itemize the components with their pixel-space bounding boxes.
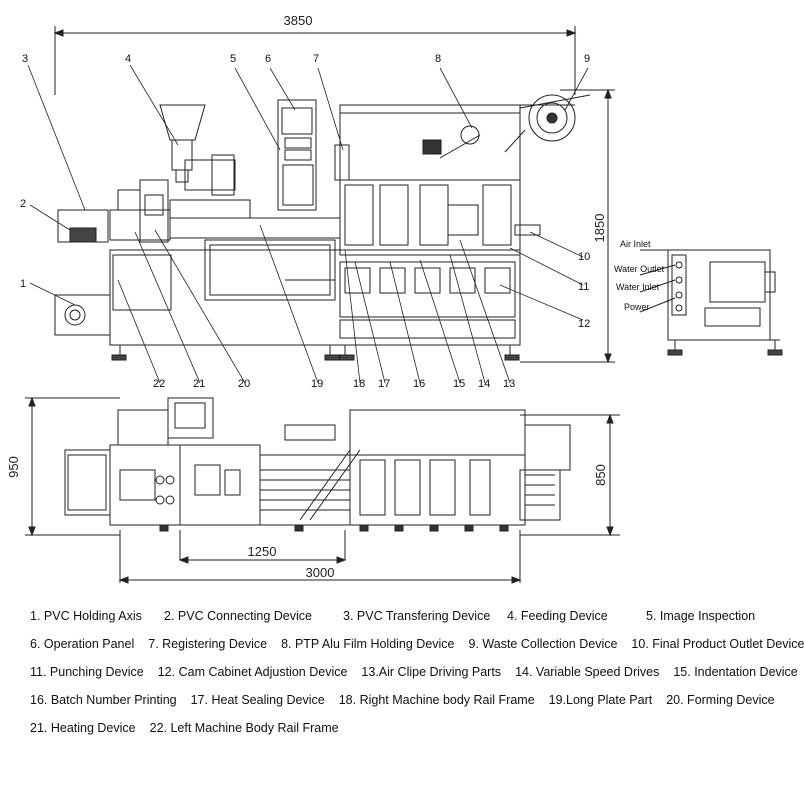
legend-item: 11. Punching Device: [30, 665, 144, 679]
legend-item: 4. Feeding Device: [507, 609, 608, 623]
legend-item: 10. Final Product Outlet Device: [631, 637, 804, 651]
legend-item: 18. Right Machine body Rail Frame: [338, 693, 535, 707]
callout-leaders: [27, 64, 589, 384]
label-water-outlet: Water Outlet: [614, 264, 665, 274]
forming-stations: [109, 104, 341, 243]
callout-19: 19: [311, 378, 323, 390]
callout-4: 4: [125, 53, 131, 65]
callout-17: 17: [378, 378, 390, 390]
legend-row: 21. Heating Device 22. Left Machine Body…: [30, 714, 795, 742]
callout-18: 18: [353, 378, 365, 390]
dim-3000-label: 3000: [306, 565, 335, 580]
callout-16: 16: [413, 378, 425, 390]
legend-item: 21. Heating Device: [30, 721, 136, 735]
dim-1250-label: 1250: [248, 544, 277, 559]
machine-base: [109, 239, 521, 361]
callout-9: 9: [584, 53, 590, 65]
legend-item: 20. Forming Device: [666, 693, 775, 707]
legend-item: 13.Air Clipe Driving Parts: [361, 665, 502, 679]
legend-item: 14. Variable Speed Drives: [515, 665, 660, 679]
outlet-chute: [514, 224, 541, 236]
label-water-inlet: Water Inlet: [616, 282, 660, 292]
plan-view: [25, 396, 620, 584]
callout-13: 13: [503, 378, 515, 390]
callout-11: 11: [578, 281, 589, 293]
legend-item: 17. Heat Sealing Device: [190, 693, 325, 707]
pvc-roll: [54, 209, 111, 336]
callout-3: 3: [22, 53, 28, 65]
callout-10: 10: [578, 251, 590, 263]
legend-item: 12. Cam Cabinet Adjustion Device: [157, 665, 348, 679]
legend-item: 19.Long Plate Part: [548, 693, 653, 707]
callout-14: 14: [478, 378, 490, 390]
dim-line-1850: [520, 88, 615, 364]
legend-item: 3. PVC Transfering Device: [343, 609, 491, 623]
legend-item: 16. Batch Number Printing: [30, 693, 177, 707]
legend-row: 11. Punching Device 12. Cam Cabinet Adju…: [30, 658, 798, 686]
callout-2: 2: [20, 198, 26, 210]
callout-5: 5: [230, 53, 236, 65]
legend-item: 2. PVC Connecting Device: [164, 609, 312, 623]
legend-row: 6. Operation Panel 7. Registering Device…: [30, 630, 804, 658]
legend-row: 16. Batch Number Printing 17. Heat Seali…: [30, 686, 795, 714]
callout-20: 20: [238, 378, 250, 390]
callout-1: 1: [20, 278, 26, 290]
auxiliary-unit: [639, 249, 783, 356]
legend-item: 5. Image Inspection: [646, 609, 756, 623]
callout-21: 21: [193, 378, 205, 390]
callout-8: 8: [435, 53, 441, 65]
legend-item: 7. Registering Device: [148, 637, 268, 651]
dim-950-label: 950: [6, 456, 21, 478]
label-air-inlet: Air Inlet: [620, 239, 651, 249]
upper-cabinet: [334, 104, 526, 256]
parts-legend: 1. PVC Holding Axis 2. PVC Connecting De…: [30, 602, 804, 742]
legend-item: 22. Left Machine Body Rail Frame: [149, 721, 339, 735]
operation-panel: [277, 99, 317, 211]
dim-line-3850: [53, 26, 577, 95]
legend-row: 1. PVC Holding Axis 2. PVC Connecting De…: [30, 602, 795, 630]
dim-3850-label: 3850: [284, 13, 313, 28]
dim-850-label: 850: [593, 464, 608, 486]
legend-item: 15. Indentation Device: [673, 665, 798, 679]
legend-item: 8. PTP Alu Film Holding Device: [281, 637, 455, 651]
callout-22: 22: [153, 378, 165, 390]
waste-wheel: [519, 94, 591, 142]
dim-1850-label: 1850: [592, 214, 607, 243]
callout-6: 6: [265, 53, 271, 65]
callout-12: 12: [578, 318, 590, 330]
label-power: Power: [624, 302, 650, 312]
callout-7: 7: [313, 53, 319, 65]
legend-item: 6. Operation Panel: [30, 637, 135, 651]
legend-item: 9. Waste Collection Device: [468, 637, 618, 651]
machine-drawing: 3850 1850 950 850 1250 3000 1 2 3 4 5 6 …: [6, 13, 783, 584]
legend-item: 1. PVC Holding Axis: [30, 609, 142, 623]
callout-15: 15: [453, 378, 465, 390]
